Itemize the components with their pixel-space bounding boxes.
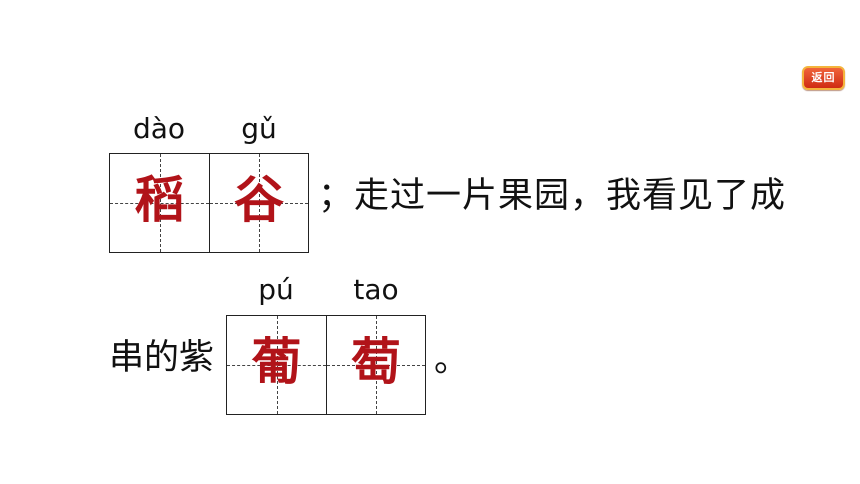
tianzige-grid-line2: 葡 萄 — [226, 315, 426, 415]
answer-character: 谷 — [234, 170, 284, 229]
pinyin-label: gǔ — [241, 112, 277, 145]
sentence-text-line1: ；走过一片果园，我看见了成 — [318, 176, 787, 216]
answer-character: 葡 — [251, 332, 302, 391]
answer-character: 稻 — [134, 170, 185, 229]
pinyin-label: pú — [258, 273, 294, 306]
sentence-text-line2-before: 串的紫 — [109, 338, 215, 378]
pinyin-row-line2: pú tao — [226, 274, 426, 306]
tianzige-cell: 萄 — [326, 316, 425, 414]
pinyin-label: tao — [353, 273, 399, 306]
sentence-text-line2-after: 。 — [434, 340, 470, 380]
tianzige-grid-line1: 稻 谷 — [109, 153, 309, 253]
tianzige-cell: 葡 — [227, 316, 326, 414]
pinyin-label: dào — [132, 112, 186, 145]
answer-character: 萄 — [351, 332, 401, 391]
tianzige-cell: 谷 — [209, 154, 308, 252]
tianzige-cell: 稻 — [110, 154, 209, 252]
return-button[interactable]: 返回 — [802, 66, 845, 90]
pinyin-row-line1: dào gǔ — [109, 113, 309, 145]
